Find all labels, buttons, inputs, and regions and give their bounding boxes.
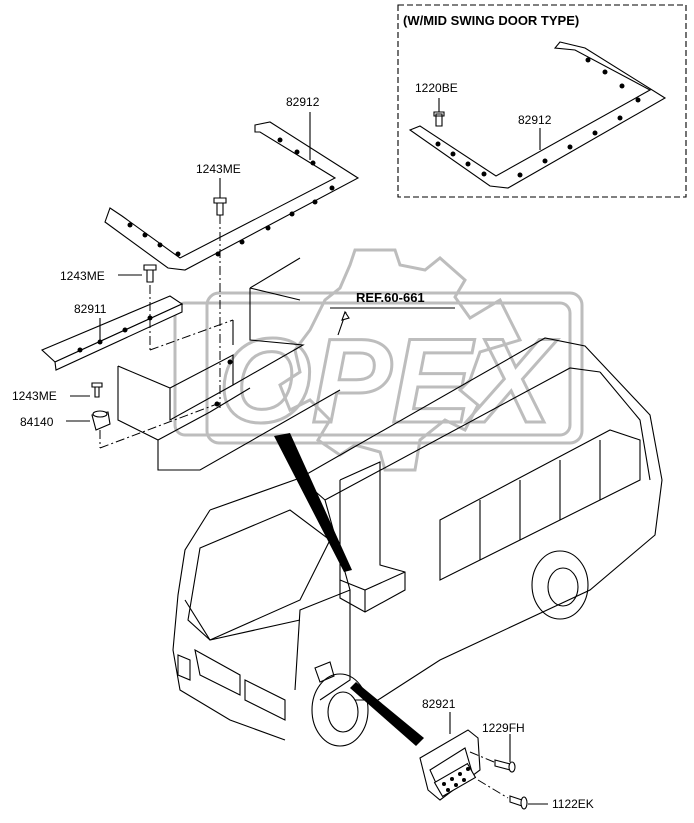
cover-82921: 82921 [419, 697, 481, 801]
duct-housing: REF.60-661 [117, 257, 455, 471]
label-82912: 82912 [286, 95, 320, 109]
inset-label-1220BE: 1220BE [415, 81, 458, 95]
label-82921: 82921 [422, 697, 456, 711]
bolt-1229FH: 1229FH [469, 721, 525, 773]
bolt-1243ME-top: 1243ME [196, 162, 241, 408]
label-84140: 84140 [20, 415, 54, 429]
cover-holes [442, 767, 470, 792]
watermark-text: OPEX [218, 314, 558, 448]
inset-holes [435, 57, 641, 178]
label-82911: 82911 [74, 302, 107, 316]
leader-arrow-cover [350, 682, 424, 746]
inset-bolt-1220BE [433, 111, 445, 127]
bolt-1243ME-low: 1243ME [12, 382, 103, 403]
label-1243ME-low: 1243ME [12, 389, 57, 403]
inset-title: (W/MID SWING DOOR TYPE) [403, 13, 579, 28]
opex-watermark: OPEX [173, 248, 584, 472]
inset-panel-82912 [408, 41, 667, 189]
panel-82911: 82911 [40, 285, 234, 371]
gear-icon [278, 248, 523, 472]
inset-mid-swing-door: (W/MID SWING DOOR TYPE) 1220BE 82912 [397, 4, 687, 198]
inset-frame [397, 4, 687, 198]
clip-84140: 84140 [20, 403, 218, 449]
inset-label-82912: 82912 [518, 113, 552, 127]
watermark-frame-inner [173, 301, 572, 437]
label-ref-60-661: REF.60-661 [356, 290, 425, 305]
label-1243ME-top: 1243ME [196, 162, 241, 176]
roof-panel-82912: 82912 [104, 95, 360, 271]
bolt-1122EK: 1122EK [477, 779, 594, 811]
leader-arrow-duct [274, 433, 352, 572]
minibus-illustration [172, 337, 663, 747]
panel-holes [127, 137, 335, 257]
label-1243ME-mid: 1243ME [60, 269, 105, 283]
bolt-1243ME-mid: 1243ME [60, 264, 157, 283]
label-1229FH: 1229FH [482, 721, 525, 735]
label-1122EK: 1122EK [552, 797, 594, 811]
